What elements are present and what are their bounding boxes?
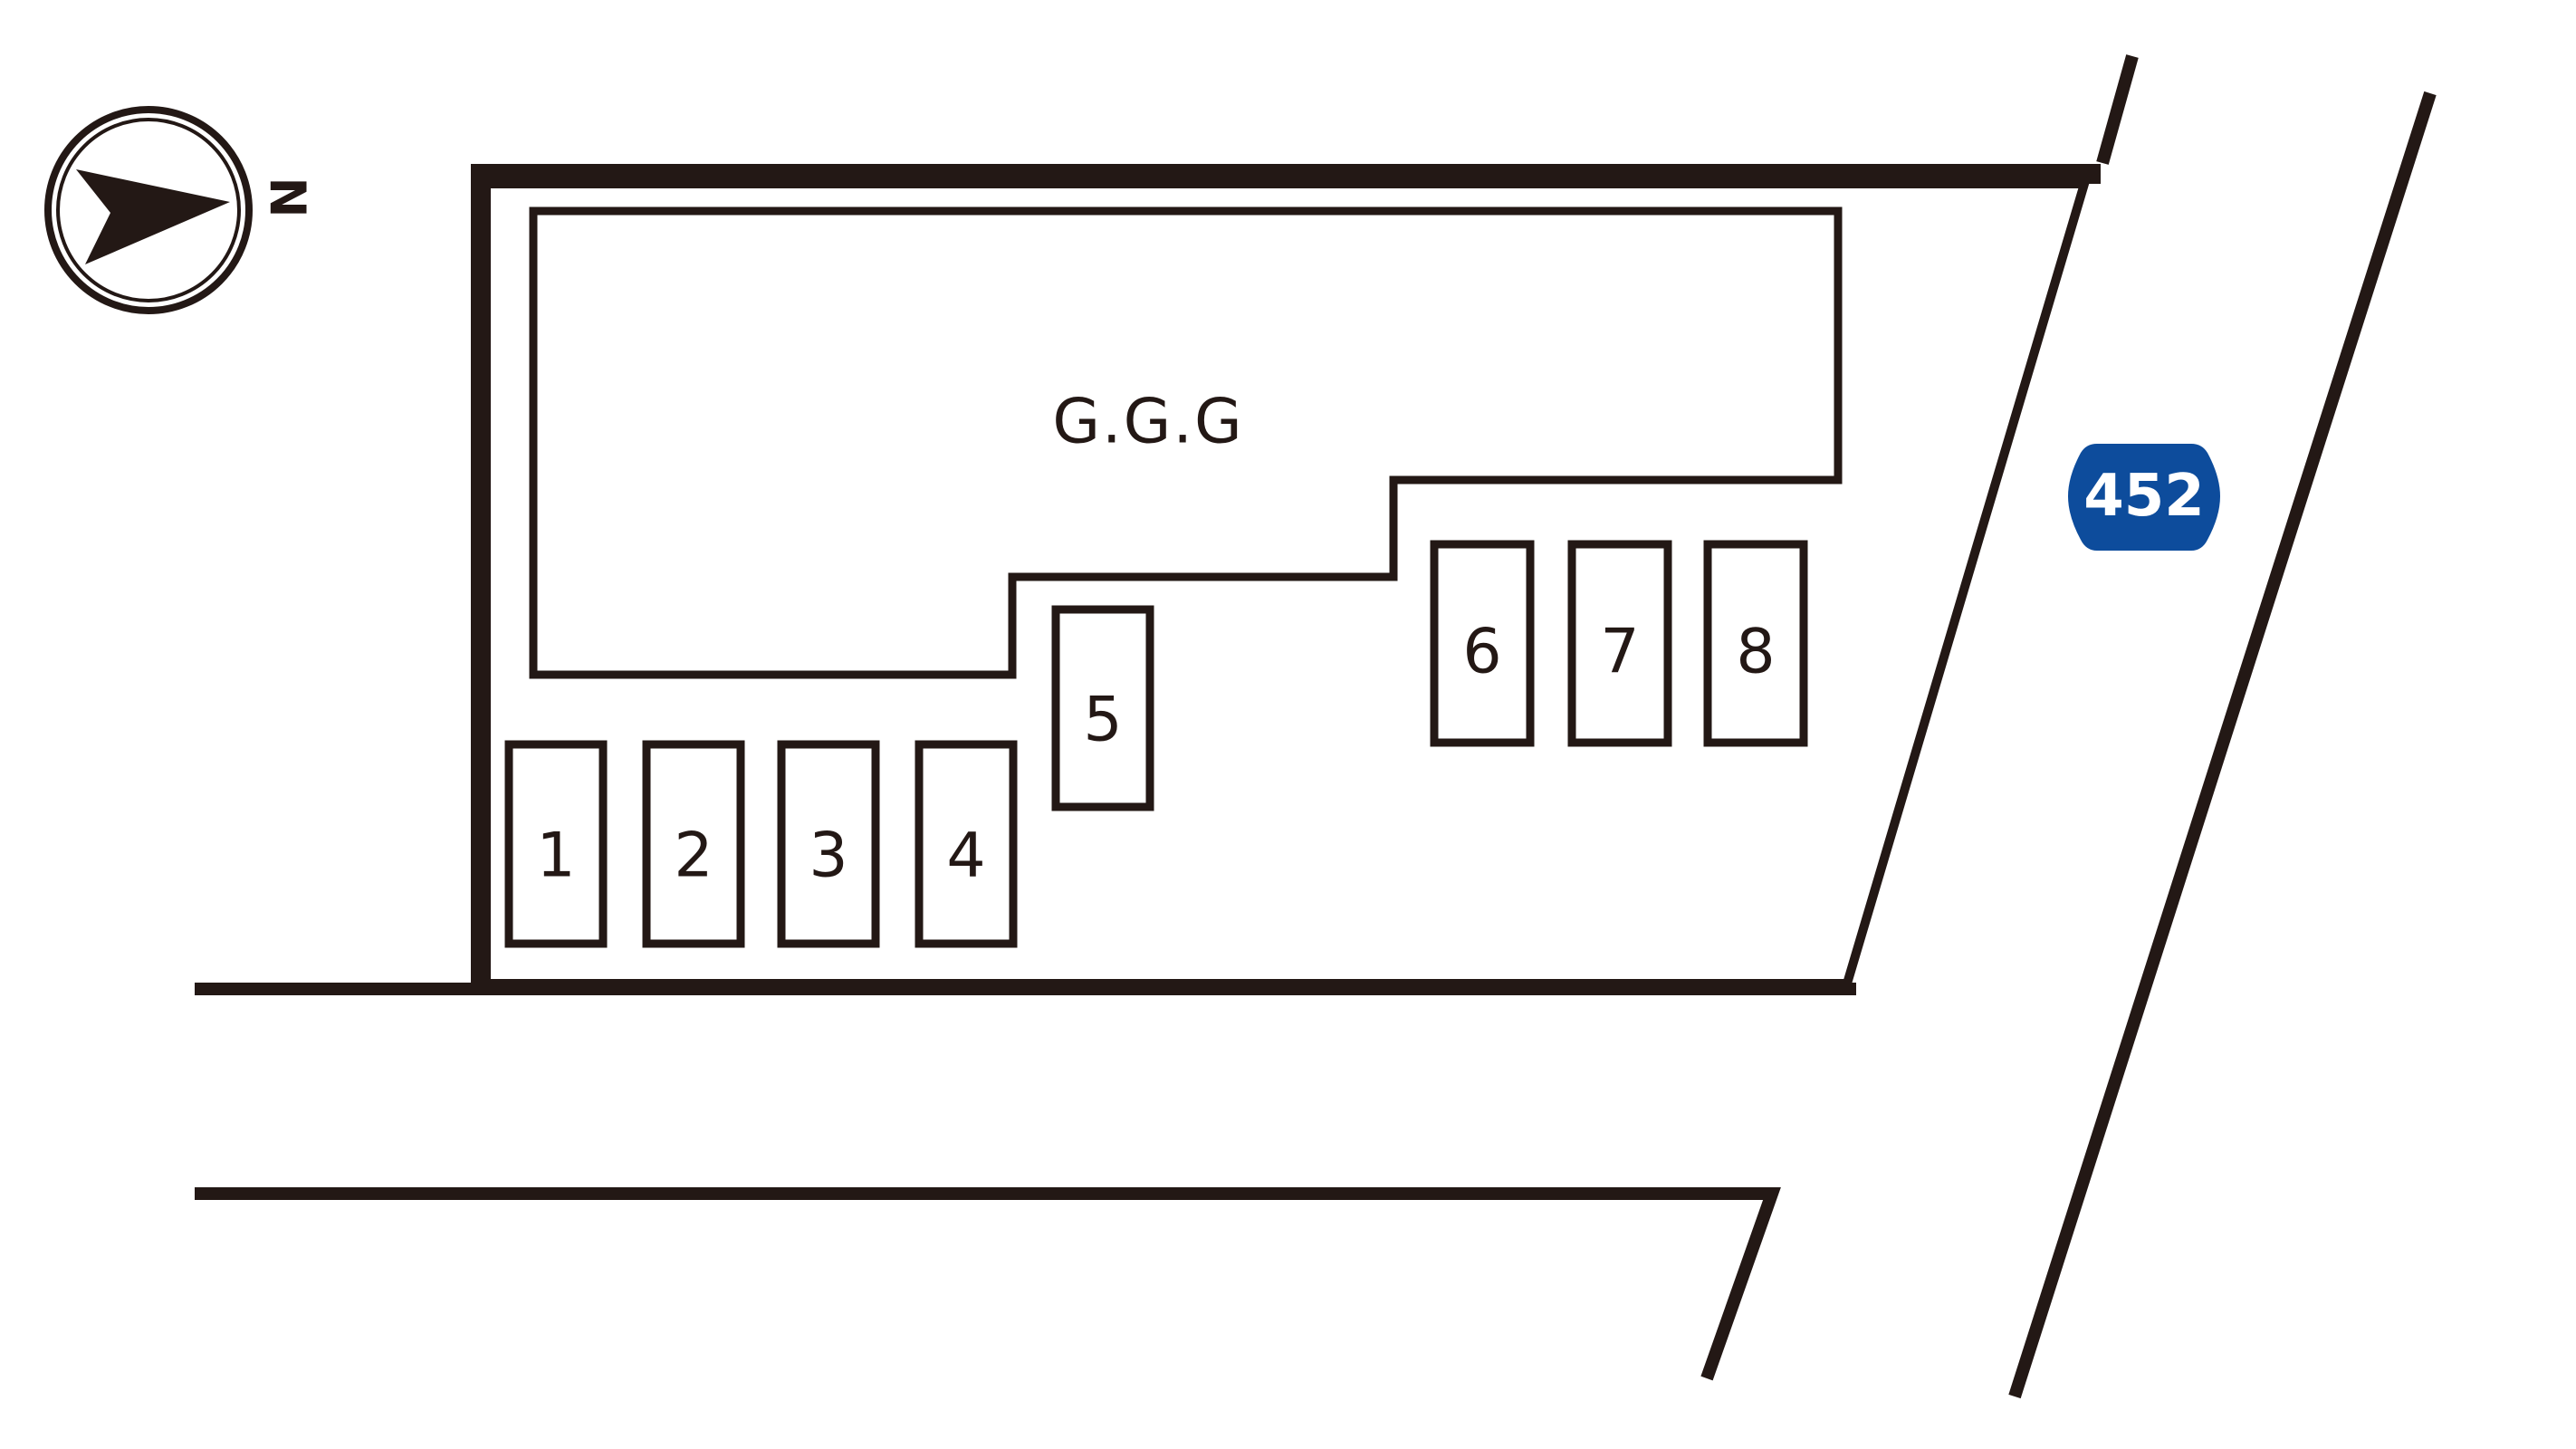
route-shield-icon: 452 [2068,444,2220,551]
road-upper-edge [2096,54,2139,165]
parking-space-label: 4 [946,820,985,892]
lot-inner-frame [491,179,2091,988]
parking-space-outline [915,740,1018,948]
parking-space-outline [1703,540,1808,747]
north-arrow-icon [76,169,230,264]
parking-space-outline [1051,605,1154,811]
parking-space-outline [504,740,608,948]
parking-space-label: 8 [1736,617,1775,688]
parking-space-5: 5 [1051,605,1154,811]
building-label: G.G.G [1052,387,1243,458]
route-number: 452 [2083,463,2205,530]
route-shield-shape [2068,444,2220,551]
parking-space-6: 6 [1430,540,1535,747]
parking-space-4: 4 [915,740,1018,948]
parking-space-7: 7 [1567,540,1672,747]
parking-space-label: 3 [809,820,847,892]
parking-space-3: 3 [777,740,880,948]
compass: N [44,106,319,314]
main-road-edge [2008,91,2437,1399]
parking-spaces: 1 2 3 4 5 6 7 8 [504,540,1808,948]
north-letter: N [262,177,319,217]
lot-boundary [195,164,2101,995]
parking-space-2: 2 [642,740,745,948]
parking-space-label: 1 [536,820,575,892]
roads [195,54,2437,1399]
parking-space-outline [1567,540,1672,747]
parking-space-label: 2 [674,820,713,892]
parking-space-outline [642,740,745,948]
parking-space-label: 5 [1083,685,1122,756]
road-lower-edge [195,1187,1781,1381]
parking-space-label: 6 [1462,617,1501,688]
parking-space-outline [1430,540,1535,747]
parking-space-8: 8 [1703,540,1808,747]
parking-space-outline [777,740,880,948]
compass-inner-circle [56,118,241,302]
parking-space-1: 1 [504,740,608,948]
parking-space-label: 7 [1600,617,1639,688]
building-outline [529,206,1843,679]
